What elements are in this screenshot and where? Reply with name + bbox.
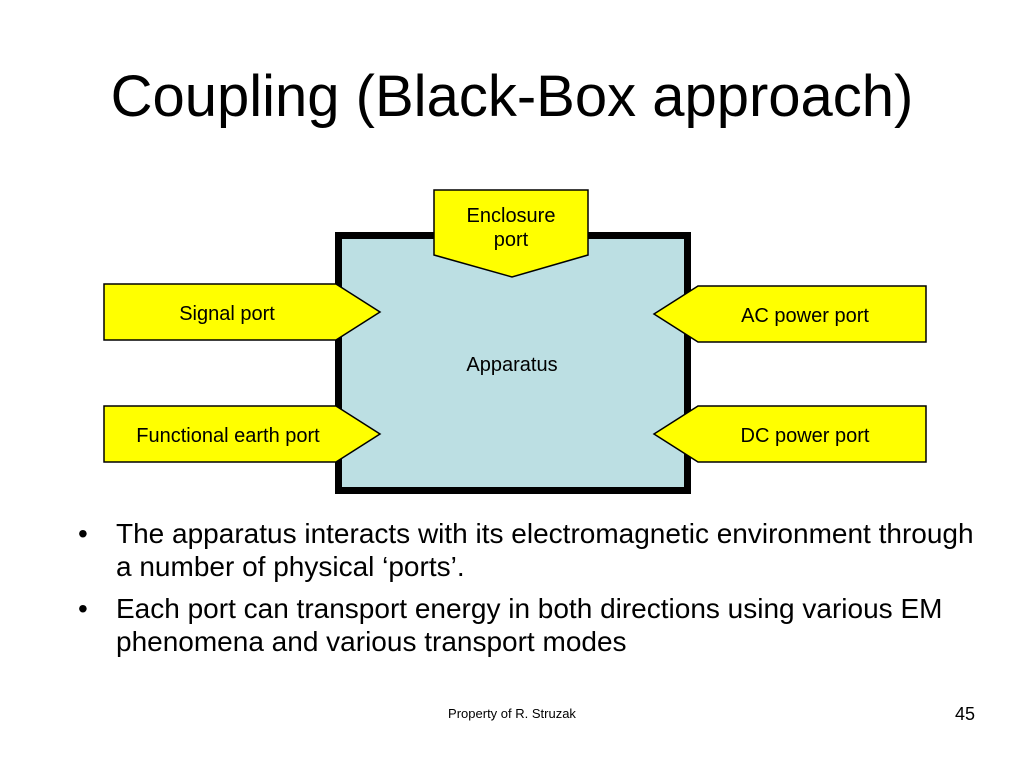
enclosure-port-label-line1: Enclosure bbox=[467, 205, 556, 227]
bullet-marker: • bbox=[78, 593, 88, 624]
apparatus-label: Apparatus bbox=[466, 354, 557, 376]
slide-title: Coupling (Black-Box approach) bbox=[110, 64, 914, 129]
dc-power-port bbox=[652, 405, 927, 463]
bullet-text: Each port can transport energy in both d… bbox=[116, 593, 943, 657]
enclosure-port-label-line2: port bbox=[494, 229, 529, 251]
dc-power-port-label: DC power port bbox=[741, 425, 870, 447]
ac-power-port bbox=[652, 285, 927, 343]
ac-power-port-label: AC power port bbox=[741, 305, 869, 327]
functional-earth-port bbox=[103, 405, 382, 463]
bullet-text: The apparatus interacts with its electro… bbox=[116, 518, 974, 582]
signal-port-label: Signal port bbox=[179, 303, 275, 325]
apparatus-box bbox=[335, 232, 691, 494]
functional-earth-port-label: Functional earth port bbox=[136, 425, 320, 447]
enclosure-port bbox=[433, 189, 589, 278]
signal-port bbox=[103, 283, 382, 341]
bullet-list: • The apparatus interacts with its elect… bbox=[78, 517, 978, 667]
bullet-item: • Each port can transport energy in both… bbox=[78, 592, 978, 658]
footer-credit: Property of R. Struzak bbox=[448, 706, 576, 721]
bullet-marker: • bbox=[78, 518, 88, 549]
page-number: 45 bbox=[954, 704, 975, 724]
bullet-item: • The apparatus interacts with its elect… bbox=[78, 517, 978, 583]
